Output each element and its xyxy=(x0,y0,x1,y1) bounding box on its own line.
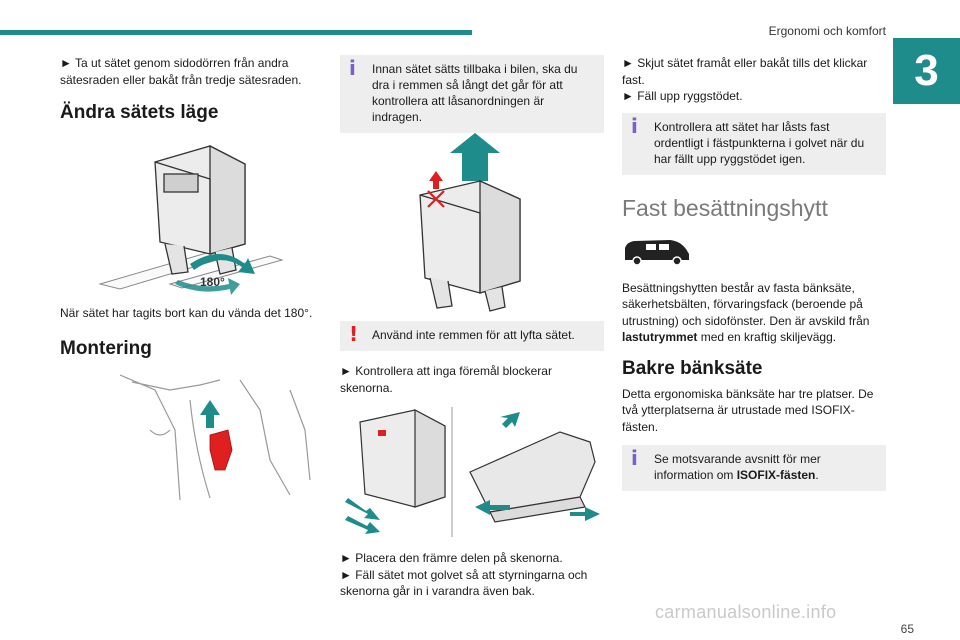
info-note-locked: i Kontrollera att sätet har låsts fast o… xyxy=(622,112,886,175)
seat-frame-outline xyxy=(119,373,311,500)
page-number: 65 xyxy=(900,622,914,636)
crew-cab-text-bold: lastutrymmet xyxy=(622,330,698,344)
push-seat-text: ► Skjut sätet framåt eller bakåt tills d… xyxy=(622,56,868,87)
crew-cab-text: Besättningshytten består av fasta bänksä… xyxy=(622,280,886,346)
fold-seat-text: ► Fäll sätet mot golvet så att styrninga… xyxy=(340,567,588,599)
heading-rear-bench: Bakre bänksäte xyxy=(622,357,763,379)
placement-figure xyxy=(345,407,600,537)
red-strap xyxy=(209,428,233,470)
van-icon xyxy=(625,239,689,266)
warning-note-strap: ! Använd inte remmen för att lyfta sätet… xyxy=(340,321,604,351)
info-note-isofix: i Se motsvarande avsnitt för mer informa… xyxy=(622,445,886,491)
info-icon: i xyxy=(631,113,638,138)
warning-icon: ! xyxy=(349,322,359,346)
bench-text: Detta ergonomiska bänksäte har tre plats… xyxy=(622,386,874,434)
chapter-tab: 3 xyxy=(893,38,960,104)
floor-rails xyxy=(98,251,284,290)
place-front-text: ► Placera den främre delen på skenorna. xyxy=(340,551,563,565)
header-accent-bar xyxy=(0,30,472,35)
seat-rotate-figure: 180° xyxy=(98,144,284,295)
info-isofix-part1: Se motsvarande avsnitt för mer informati… xyxy=(654,452,821,482)
crossed-strap-icon xyxy=(427,190,445,208)
seat-illustration xyxy=(419,179,521,312)
lift-arrow xyxy=(450,133,500,181)
after-removal-text: När sätet har tagits bort kan du vända d… xyxy=(60,306,313,320)
column-left: ► Ta ut sätet genom sidodörren från andr… xyxy=(60,55,320,505)
left-red-mark xyxy=(378,430,386,436)
rotate-label: 180° xyxy=(200,275,225,289)
info-note-strap: i Innan sätet sätts tillbaka i bilen, sk… xyxy=(340,55,604,133)
small-red-arrow xyxy=(429,171,443,189)
seat-left xyxy=(359,409,446,508)
intro-text: ► Ta ut sätet genom sidodörren från andr… xyxy=(60,56,302,87)
mounting-figure xyxy=(119,373,311,500)
right-arrows xyxy=(475,412,600,521)
fold-back-text: ► Fäll upp ryggstödet. xyxy=(622,89,743,103)
heading-crew-cab: Fast besättningshytt xyxy=(622,194,828,221)
warning-strap-text: Använd inte remmen för att lyfta sätet. xyxy=(372,328,575,342)
crew-cab-text-part2: med en kraftig skiljevägg. xyxy=(697,330,837,344)
info-icon: i xyxy=(631,446,638,470)
info-locked-text: Kontrollera att sätet har låsts fast ord… xyxy=(654,119,865,166)
left-arrows xyxy=(345,498,380,534)
check-rails-text: ► Kontrollera att inga föremål blockerar… xyxy=(340,364,552,395)
info-strap-text: Innan sätet sätts tillbaka i bilen, ska … xyxy=(372,62,578,124)
rotate-arrow xyxy=(175,254,255,295)
lift-warning-figure xyxy=(419,133,521,312)
column-middle: i Innan sätet sätts tillbaka i bilen, sk… xyxy=(340,55,604,600)
crew-cab-text-part1: Besättningshytten består av fasta bänksä… xyxy=(622,280,870,328)
info-icon: i xyxy=(349,56,356,80)
column-right: ► Skjut sätet framåt eller bakåt tills d… xyxy=(622,55,886,491)
heading-mounting: Montering xyxy=(60,337,152,359)
section-title: Ergonomi och komfort xyxy=(768,24,886,38)
heading-change-position: Ändra sätets läge xyxy=(60,102,219,123)
watermark: carmanualsonline.info xyxy=(655,602,837,622)
info-isofix-part2: . xyxy=(815,468,819,482)
info-isofix-bold: ISOFIX-fästen xyxy=(736,468,816,482)
pull-arrow xyxy=(200,399,220,428)
